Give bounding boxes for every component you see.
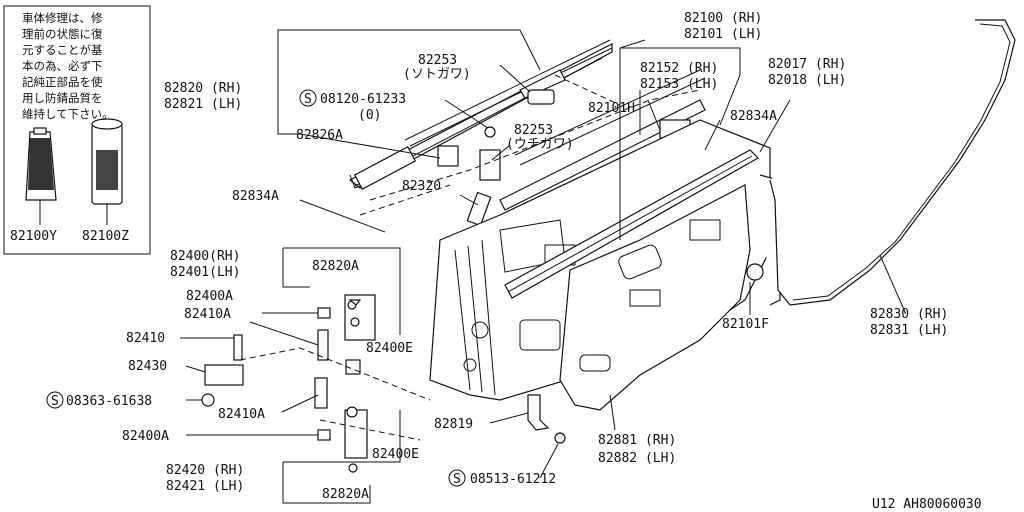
grommet-part bbox=[746, 263, 764, 281]
part-label: 82152 (RH) bbox=[640, 61, 718, 76]
part-label: 82253 bbox=[514, 123, 553, 138]
part-label: 82017 (RH) bbox=[768, 57, 846, 72]
part-label: 82826A bbox=[296, 128, 343, 143]
part-label: 82253 bbox=[418, 53, 457, 68]
repair-note-box: 車体修理は、修 理前の状態に復 元することが基 本の為、必ず下 記純正部品を使 … bbox=[3, 5, 151, 255]
part-label: 82820A bbox=[312, 259, 359, 274]
part-label: 82101F bbox=[722, 317, 769, 332]
part-label: 82400A bbox=[186, 289, 233, 304]
part-label: 82101H bbox=[588, 101, 635, 116]
note-line: 理前の状態に復 bbox=[22, 27, 103, 41]
bolt-part bbox=[262, 307, 331, 319]
weatherstrip-inner-line bbox=[792, 23, 1011, 301]
screw-part bbox=[346, 406, 358, 418]
part-label: 82410A bbox=[184, 307, 231, 322]
standard-part-symbol: S bbox=[46, 391, 64, 409]
door-check-part bbox=[204, 364, 244, 386]
door-weatherstrip-part bbox=[769, 19, 1016, 306]
part-label: 82100 (RH) bbox=[684, 11, 762, 26]
part-label: 82830 (RH) bbox=[870, 307, 948, 322]
part-label: 82400E bbox=[372, 447, 419, 462]
part-label: 82400(RH) bbox=[170, 249, 240, 264]
part-label: 08363-61638 bbox=[66, 394, 152, 409]
svg-text:S: S bbox=[304, 92, 312, 107]
part-label: 82421 (LH) bbox=[166, 479, 244, 494]
door-trim-panel-part bbox=[559, 184, 751, 411]
part-label: 82018 (LH) bbox=[768, 73, 846, 88]
clip-part bbox=[479, 149, 501, 181]
washer-part bbox=[348, 463, 358, 473]
part-label: 82320 bbox=[402, 179, 441, 194]
svg-text:S: S bbox=[51, 394, 59, 409]
part-label: 82410 bbox=[126, 331, 165, 346]
bracket-part bbox=[527, 394, 550, 431]
part-label: 82821 (LH) bbox=[164, 97, 242, 112]
note-line: 元することが基 bbox=[22, 43, 103, 57]
washer-part bbox=[348, 299, 362, 306]
note-line: 用し防錆品質を bbox=[22, 91, 103, 105]
part-label: (0) bbox=[358, 108, 381, 123]
screw-part bbox=[554, 432, 566, 444]
belt-weatherstrip-part bbox=[504, 149, 759, 299]
note-line: 本の為、必ず下 bbox=[22, 59, 103, 73]
clip-part bbox=[466, 191, 492, 227]
clip-part bbox=[527, 89, 555, 105]
part-label: 82100Z bbox=[82, 229, 129, 244]
screw-part bbox=[350, 317, 360, 327]
part-label: 08513-61212 bbox=[470, 472, 556, 487]
part-label: (ウチガワ) bbox=[506, 137, 574, 152]
part-label: 82819 bbox=[434, 417, 473, 432]
leader-lines bbox=[299, 39, 906, 479]
part-label: 82401(LH) bbox=[170, 265, 240, 280]
bolt-part bbox=[201, 393, 215, 407]
part-label: 82410A bbox=[218, 407, 265, 422]
part-label: 82881 (RH) bbox=[598, 433, 676, 448]
part-label: 82101 (LH) bbox=[684, 27, 762, 42]
part-label: 82400A bbox=[122, 429, 169, 444]
part-label: 82882 (LH) bbox=[598, 451, 676, 466]
part-label: 82430 bbox=[128, 359, 167, 374]
part-label: 08120-61233 bbox=[320, 92, 406, 107]
note-line: 維持して下さい。 bbox=[22, 107, 114, 121]
part-label: 82100Y bbox=[10, 229, 57, 244]
part-label: 82820A bbox=[322, 487, 369, 502]
diagram-code: U12 AH80060030 bbox=[872, 497, 982, 512]
part-label: (ソトガワ) bbox=[403, 67, 471, 82]
lower-hinge-part bbox=[344, 409, 368, 459]
part-label: 82400E bbox=[366, 341, 413, 356]
hinge-pin-part bbox=[314, 377, 328, 409]
check-link-part bbox=[233, 334, 243, 361]
standard-part-symbol: S bbox=[448, 469, 466, 487]
part-label: 82420 (RH) bbox=[166, 463, 244, 478]
bolt-part bbox=[317, 429, 331, 441]
part-label: 82153 (LH) bbox=[640, 77, 718, 92]
sealant-tube-icon bbox=[25, 127, 57, 225]
spray-can-icon bbox=[91, 118, 123, 225]
svg-text:S: S bbox=[453, 472, 461, 487]
clip-part bbox=[437, 145, 459, 167]
screw-part bbox=[484, 126, 496, 138]
part-label: 82834A bbox=[730, 109, 777, 124]
note-line: 車体修理は、修 bbox=[22, 11, 103, 25]
part-label: 82820 (RH) bbox=[164, 81, 242, 96]
part-label: 82834A bbox=[232, 189, 279, 204]
note-line: 記純正部品を使 bbox=[22, 75, 103, 89]
standard-part-symbol: S bbox=[299, 89, 317, 107]
part-label: 82831 (LH) bbox=[870, 323, 948, 338]
